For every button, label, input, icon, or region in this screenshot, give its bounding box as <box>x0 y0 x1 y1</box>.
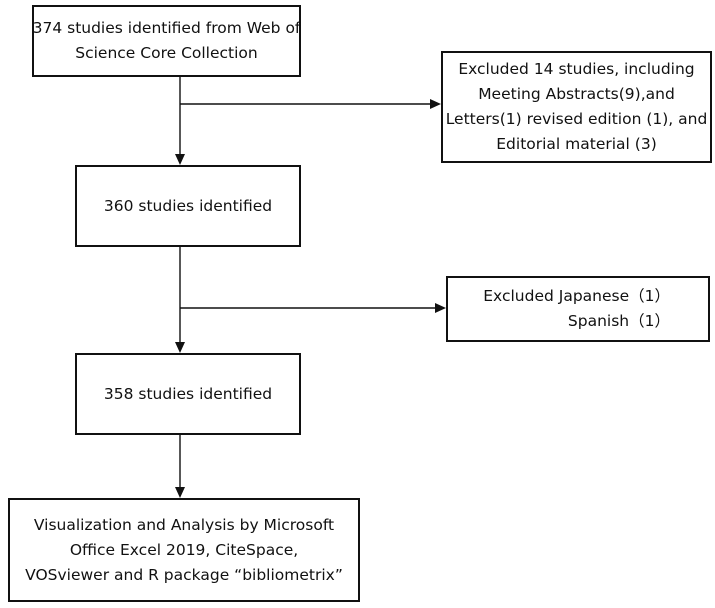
flow-box-analysis: Visualization and Analysis by Microsoft … <box>8 498 360 602</box>
flow-box-text-line: Excluded 14 studies, including <box>458 60 695 78</box>
flow-box-identified-374: 374 studies identified from Web of Scien… <box>32 5 301 77</box>
arrowhead-step2 <box>175 154 185 165</box>
flow-box-excluded-language: Excluded Japanese（1） Spanish（1） <box>446 276 710 342</box>
flow-box-identified-360: 360 studies identified <box>75 165 301 247</box>
flow-box-excluded-14: Excluded 14 studies, including Meeting A… <box>441 51 712 163</box>
flow-box-text-line: Science Core Collection <box>75 44 258 62</box>
flow-box-text-line: Meeting Abstracts(9),and <box>478 85 675 103</box>
flow-box-text-line: Excluded Japanese（1） <box>483 287 670 305</box>
flow-box-text-line: Editorial material (3) <box>496 135 657 153</box>
flow-box-text-line: Visualization and Analysis by Microsoft <box>33 515 335 534</box>
flow-box-identified-358: 358 studies identified <box>75 353 301 435</box>
flow-box-text-line: 360 studies identified <box>103 196 273 215</box>
flow-box-text-line: 358 studies identified <box>103 384 273 403</box>
arrowhead-final <box>175 487 185 498</box>
flow-box-text-line: VOSviewer and R package “bibliometrix” <box>25 565 343 584</box>
arrowhead-exclusion1 <box>430 99 441 109</box>
flow-box-text-line: Spanish（1） <box>567 312 670 330</box>
flow-box-text-line: Letters(1) revised edition (1), and <box>445 110 708 128</box>
arrowhead-exclusion2 <box>435 303 446 313</box>
arrowhead-step3 <box>175 342 185 353</box>
flow-box-text-line: Office Excel 2019, CiteSpace, <box>69 540 299 559</box>
flow-box-text-line: 374 studies identified from Web of <box>32 19 301 37</box>
